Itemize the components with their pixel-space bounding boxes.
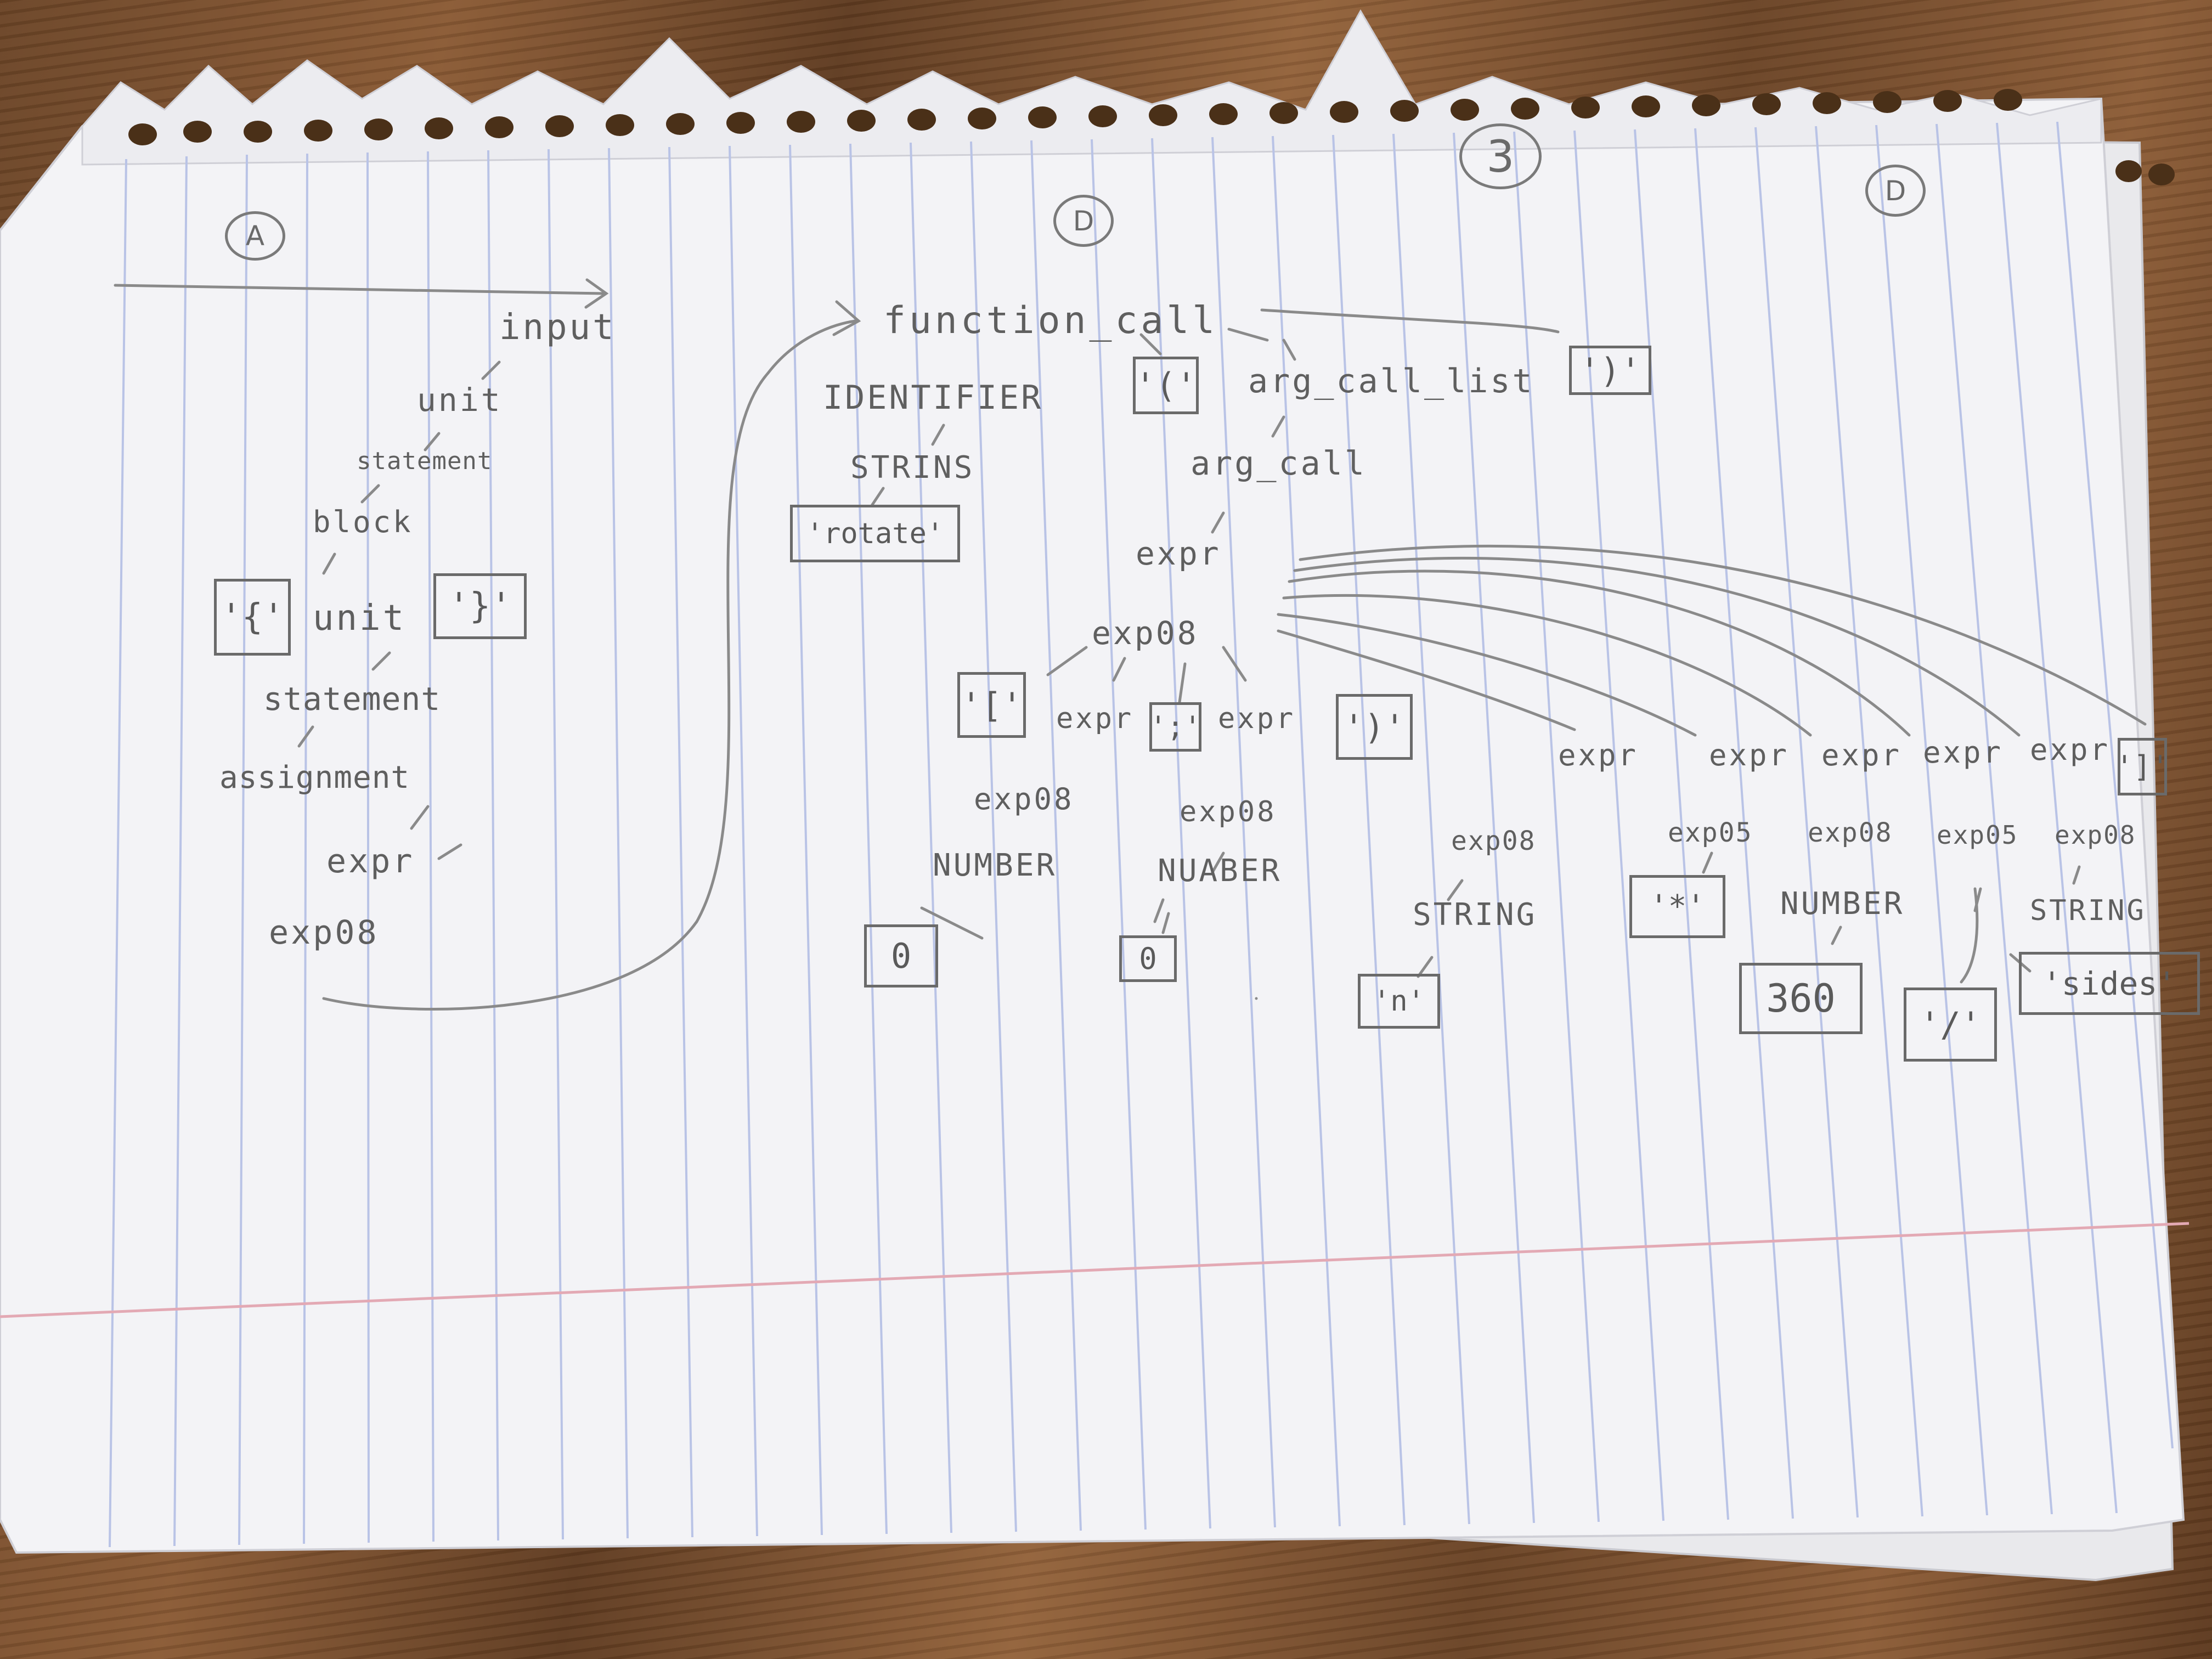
spiral-holes: [128, 89, 2175, 185]
node-exp08-left: exp08: [269, 913, 379, 952]
node-statement-top: statement: [357, 447, 493, 475]
node-expr-b: expr: [1218, 702, 1296, 735]
top-arrow-head: [584, 278, 609, 309]
node-number-b: NUABER: [1158, 853, 1282, 889]
token-sides: 'sides': [2019, 952, 2200, 1015]
margin-line: [0, 1222, 2190, 1318]
node-exp08-b: exp08: [1180, 795, 1277, 828]
node-expr-list-2: expr: [1709, 738, 1790, 772]
node-exp08-right: exp08: [1092, 614, 1199, 652]
token-semicolon: ';': [1149, 702, 1201, 752]
node-string-a: STRING: [1413, 897, 1537, 933]
curved-arrow-head: [832, 300, 861, 336]
page-mark-3: 3: [1459, 123, 1542, 189]
node-sub-5: exp08: [2055, 820, 2136, 850]
node-arg-call: arg_call: [1190, 444, 1367, 483]
token-rbracket: ']': [2115, 738, 2169, 795]
node-input: input: [499, 307, 616, 348]
token-rbrace: '}': [433, 573, 527, 639]
token-360: 360: [1739, 963, 1863, 1034]
node-expr-list-3: expr: [1821, 738, 1902, 772]
node-exp08-a: exp08: [974, 782, 1074, 816]
node-expr-list-5: expr: [2030, 732, 2111, 767]
node-statement-mid: statement: [263, 680, 441, 718]
node-block: block: [313, 505, 413, 539]
token-zero-b: 0: [1119, 935, 1177, 982]
top-arrow-line: [114, 284, 605, 295]
node-expr-list-4: expr: [1923, 735, 2004, 770]
token-rparen: ')': [1569, 346, 1651, 395]
node-unit-top: unit: [417, 381, 503, 419]
node-sub-4: exp05: [1937, 820, 2018, 850]
node-identifier: IDENTIFIER: [823, 379, 1043, 417]
token-n: 'n': [1358, 974, 1440, 1029]
node-number-a: NUMBER: [933, 848, 1057, 883]
token-star: '*': [1629, 875, 1725, 938]
node-sub-3: exp08: [1808, 817, 1893, 848]
node-expr-left: expr: [326, 842, 415, 881]
curved-arrow: [322, 319, 857, 1011]
node-expr-right: expr: [1136, 535, 1221, 572]
node-arg-call-list: arg_call_list: [1248, 362, 1534, 400]
page-mark-d-1: D: [1053, 195, 1114, 247]
node-sub-1: exp08: [1451, 826, 1536, 856]
node-assignment: assignment: [219, 760, 410, 795]
node-strins: STRINS: [850, 450, 975, 486]
page-mark-a: A: [225, 211, 285, 261]
token-paren-close: ')': [1336, 694, 1413, 760]
pencil-strokes: [114, 278, 2147, 1011]
token-slash: '/': [1904, 988, 1997, 1062]
node-expr-a: expr: [1056, 702, 1134, 735]
node-string-b: STRING: [2030, 894, 2146, 927]
node-number-c: NUMBER: [1780, 886, 1905, 922]
token-lparen: '(': [1133, 357, 1199, 414]
node-unit-mid: unit: [313, 598, 407, 639]
token-lbrace: '{': [214, 579, 291, 656]
token-lbracket: '[': [957, 672, 1026, 738]
token-zero-a: 0: [864, 924, 938, 988]
page-mark-d-2: D: [1865, 165, 1926, 217]
node-sub-2: exp05: [1668, 817, 1753, 848]
torn-fringe: [81, 9, 2102, 166]
token-rotate: 'rotate': [790, 505, 960, 562]
front-sheet: [0, 97, 2185, 1554]
node-expr-list-1: expr: [1558, 738, 1639, 772]
node-function-call: function_call: [883, 299, 1218, 342]
